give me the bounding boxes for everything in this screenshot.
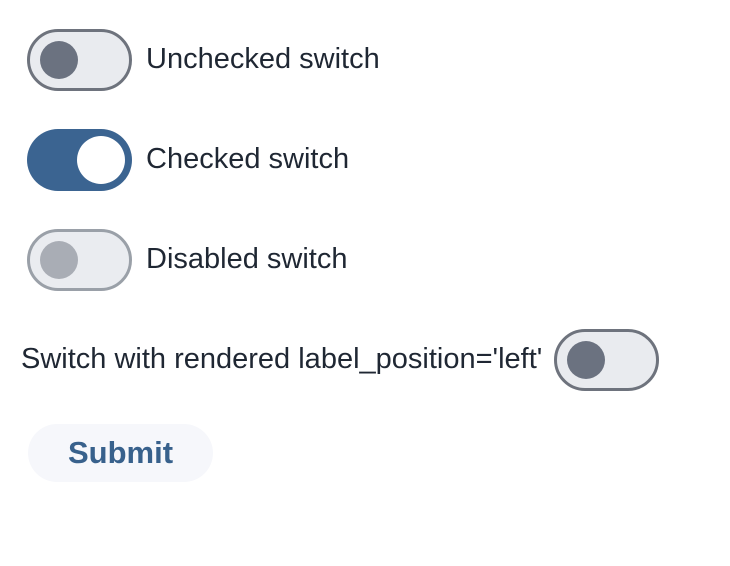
switch-knob (77, 136, 125, 184)
left-label-switch[interactable] (554, 329, 660, 391)
switch-row-checked: Checked switch (27, 129, 349, 191)
checked-switch[interactable] (27, 129, 132, 191)
switch-label[interactable]: Unchecked switch (146, 43, 380, 76)
disabled-switch (27, 229, 132, 291)
switch-label[interactable]: Switch with rendered label_position='lef… (21, 343, 543, 376)
switch-row-disabled: Disabled switch (27, 229, 347, 291)
switch-knob (40, 241, 78, 279)
switch-knob (40, 41, 78, 79)
switch-label[interactable]: Checked switch (146, 143, 350, 176)
switch-label: Disabled switch (146, 243, 348, 276)
submit-button[interactable]: Submit (28, 424, 213, 482)
switch-row-left-label: Switch with rendered label_position='lef… (21, 329, 660, 391)
switch-demo-page: Unchecked switch Checked switch Disabled… (21, 29, 660, 482)
switch-row-unchecked: Unchecked switch (27, 29, 380, 91)
switch-knob (567, 341, 606, 379)
unchecked-switch[interactable] (27, 29, 132, 91)
